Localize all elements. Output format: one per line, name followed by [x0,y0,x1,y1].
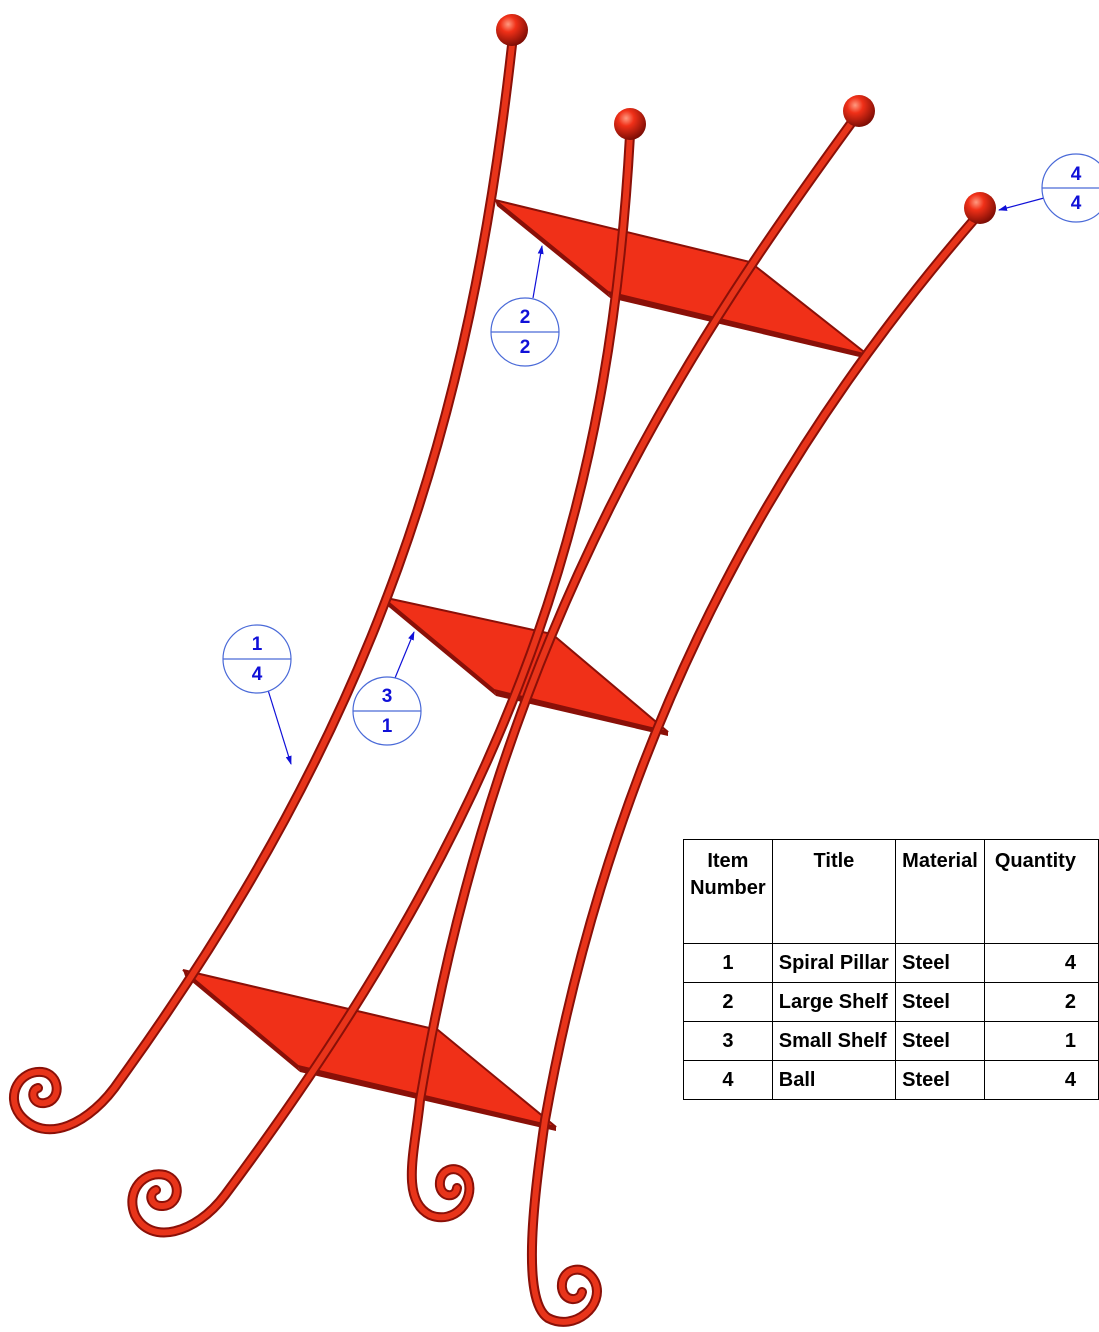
ball-2 [614,108,646,140]
bom-cell-material: Steel [895,1021,985,1061]
spiral-pillar-2 [127,130,635,1238]
bom-cell-title: Ball [771,1060,897,1100]
bom-header-row: Item Number Title Material Quantity [683,839,1099,944]
bom-cell-item-number: 3 [683,1021,773,1061]
balloon-1-item: 1 [252,634,263,655]
large-shelf-bottom [182,969,557,1131]
balloon-1-qty: 4 [252,664,263,685]
balloon-4-item: 4 [1071,164,1082,185]
balloon-callout-3: 3 1 [352,631,422,746]
balloon-callout-1: 1 4 [222,624,292,765]
bill-of-materials-table: Item Number Title Material Quantity 1 Sp… [683,839,1099,1100]
bom-row: 2 Large Shelf Steel 2 [683,982,1099,1022]
bom-cell-material: Steel [895,982,985,1022]
ball-1 [496,14,528,46]
large-shelf-top [494,199,869,359]
spiral-pillar-3 [406,113,860,1223]
balloon-callout-4: 4 4 [998,153,1099,223]
bom-cell-quantity: 1 [983,1021,1099,1061]
balloon-2-qty: 2 [520,337,531,358]
spiral-pillar-4 [526,210,983,1327]
bom-cell-item-number: 1 [683,943,773,983]
bom-cell-title: Large Shelf [771,982,897,1022]
bom-header-material: Material [895,839,985,944]
bom-cell-quantity: 2 [983,982,1099,1022]
bom-row: 4 Ball Steel 4 [683,1060,1099,1100]
bom-cell-title: Spiral Pillar [771,943,897,983]
balloon-4-qty: 4 [1071,193,1082,214]
bom-cell-title: Small Shelf [771,1021,897,1061]
bom-cell-item-number: 2 [683,982,773,1022]
spiral-pillar-1 [9,40,517,1135]
balloon-2-item: 2 [520,307,531,328]
bom-cell-quantity: 4 [983,943,1099,983]
balloon-3-item: 3 [382,686,393,707]
bom-cell-material: Steel [895,943,985,983]
bom-header-quantity: Quantity [983,839,1099,944]
bom-header-item-number: Item Number [683,839,773,944]
ball-4 [964,192,996,224]
bom-cell-item-number: 4 [683,1060,773,1100]
bom-cell-quantity: 4 [983,1060,1099,1100]
bom-cell-material: Steel [895,1060,985,1100]
bom-header-title: Title [771,839,897,944]
balloon-3-qty: 1 [382,716,393,737]
bom-row: 1 Spiral Pillar Steel 4 [683,943,1099,983]
bom-row: 3 Small Shelf Steel 1 [683,1021,1099,1061]
ball-3 [843,95,875,127]
balloon-callout-2: 2 2 [490,245,560,367]
